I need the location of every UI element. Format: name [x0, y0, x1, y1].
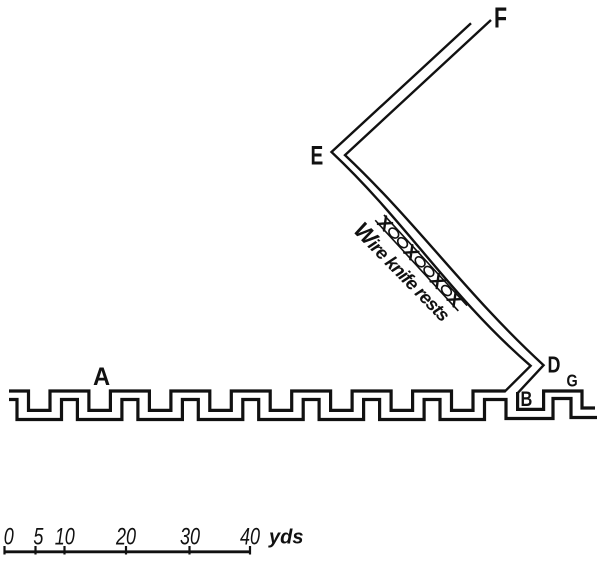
- svg-text:D: D: [548, 352, 561, 378]
- svg-text:30: 30: [180, 524, 200, 550]
- svg-text:E: E: [311, 140, 324, 170]
- svg-text:10: 10: [55, 524, 75, 550]
- svg-text:G: G: [567, 371, 578, 391]
- svg-text:40: 40: [240, 524, 260, 550]
- svg-text:F: F: [494, 3, 507, 35]
- svg-text:B: B: [521, 387, 533, 410]
- svg-text:20: 20: [115, 524, 136, 550]
- svg-text:yds: yds: [268, 527, 303, 549]
- svg-text:5: 5: [33, 524, 43, 550]
- svg-text:A: A: [93, 363, 110, 391]
- svg-text:0: 0: [4, 524, 14, 550]
